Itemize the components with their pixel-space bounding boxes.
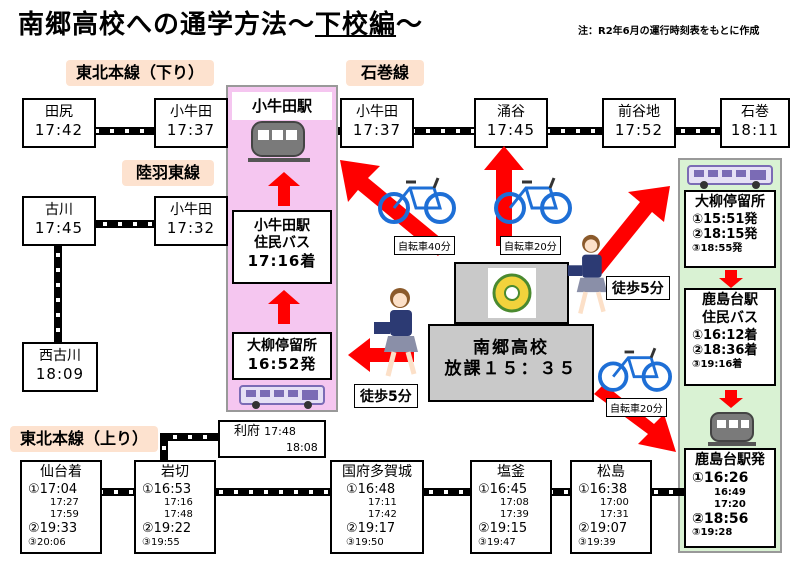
- bus-icon: [239, 385, 325, 409]
- bike-20min-label-kashimadai: 自転車20分: [606, 398, 667, 417]
- bicycle-icon: [598, 347, 672, 392]
- bus-icon: [687, 165, 773, 189]
- line-label-tohoku-up: 東北本線（上り）: [10, 426, 158, 452]
- arrow-down-icon: [719, 390, 743, 408]
- bicycle-icon: [378, 177, 456, 224]
- train-icon: [248, 121, 310, 162]
- page-title: 南郷高校への通学方法〜下校編〜: [18, 10, 424, 40]
- line-label-rikuu: 陸羽東線: [122, 160, 214, 186]
- kogota-station-label: 小牛田駅: [232, 92, 332, 120]
- train-icon: [708, 412, 756, 446]
- line-label-ishinomaki: 石巻線: [346, 60, 424, 86]
- arrow-to-oyanagi-icon: [590, 186, 670, 274]
- arrow-to-kashimadai-icon: [594, 384, 676, 452]
- student-walking-icon: [374, 288, 418, 377]
- arrow-up-icon: [268, 172, 300, 206]
- student-walking-icon: [567, 234, 608, 315]
- source-note: 注：R2年6月の運行時刻表をもとに作成: [578, 26, 760, 37]
- school-box: 南郷高校放課１５：３５: [428, 324, 594, 402]
- walk-5min-label-left: 徒歩5分: [354, 384, 418, 408]
- bicycle-icon: [494, 177, 572, 224]
- rail-rifu: [160, 433, 222, 441]
- school-emblem-icon: [488, 268, 536, 318]
- arrow-down-icon: [719, 270, 743, 288]
- arrow-left-icon: [348, 338, 414, 372]
- arrow-up-icon: [268, 290, 300, 324]
- bike-40min-label: 自転車40分: [394, 236, 455, 255]
- walk-5min-label-right: 徒歩5分: [606, 276, 670, 300]
- bike-20min-label-wakuya: 自転車20分: [500, 236, 561, 255]
- line-label-tohoku-down: 東北本線（下り）: [66, 60, 214, 86]
